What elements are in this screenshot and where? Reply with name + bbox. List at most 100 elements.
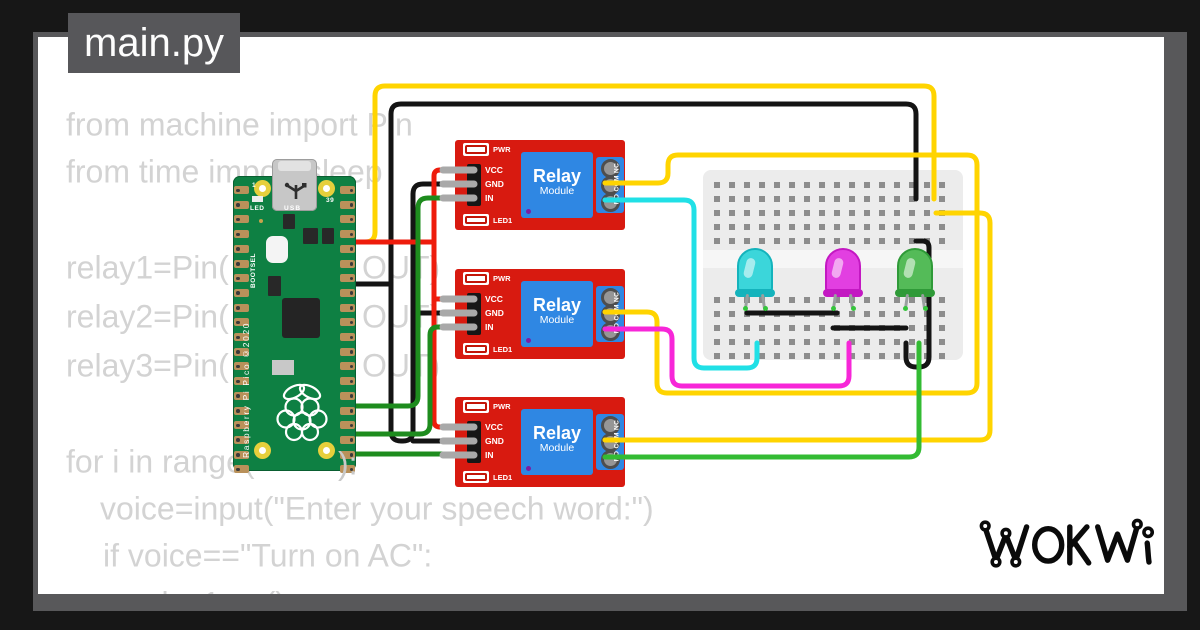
pico-pin xyxy=(234,377,249,386)
breadboard-hole xyxy=(774,325,780,331)
breadboard-hole xyxy=(804,297,810,303)
breadboard-hole xyxy=(819,353,825,359)
led-cyan xyxy=(735,246,775,311)
breadboard-hole xyxy=(759,325,765,331)
breadboard-hole xyxy=(759,238,765,244)
code-line: if voice=="Turn on AC": xyxy=(103,537,433,574)
breadboard-hole xyxy=(894,182,900,188)
gnd-label: GND xyxy=(485,179,504,189)
breadboard-hole xyxy=(924,196,930,202)
breadboard-hole xyxy=(864,311,870,317)
pico-pin xyxy=(340,259,355,268)
pico-pin xyxy=(340,230,355,239)
breadboard-hole xyxy=(744,224,750,230)
breadboard-hole xyxy=(849,224,855,230)
breadboard-hole xyxy=(849,339,855,345)
breadboard-hole xyxy=(789,339,795,345)
raspberry-pi-pico-board: 1 2 39 LED USB BOOTSEL Raspberry Pi Pico… xyxy=(233,159,356,474)
code-line: relay1.on() xyxy=(133,586,286,595)
breadboard-hole xyxy=(879,210,885,216)
breadboard-hole xyxy=(879,238,885,244)
breadboard-hole xyxy=(804,210,810,216)
breadboard-hole xyxy=(879,311,885,317)
pwr-component xyxy=(463,143,489,156)
pico-pin xyxy=(234,303,249,312)
breadboard-hole xyxy=(894,196,900,202)
breadboard-hole xyxy=(744,210,750,216)
pico-pin xyxy=(340,200,355,209)
smd-component xyxy=(268,276,281,296)
crystal-component xyxy=(272,360,294,375)
breadboard-hole xyxy=(729,210,735,216)
breadboard-hole xyxy=(774,297,780,303)
vcc-label: VCC xyxy=(485,165,503,175)
breadboard-hole xyxy=(879,196,885,202)
breadboard-hole xyxy=(714,238,720,244)
breadboard-hole xyxy=(789,353,795,359)
breadboard-hole xyxy=(804,353,810,359)
breadboard-hole xyxy=(744,196,750,202)
breadboard-hole xyxy=(729,325,735,331)
breadboard-hole xyxy=(834,353,840,359)
breadboard-hole xyxy=(849,182,855,188)
pico-pin xyxy=(340,274,355,283)
breadboard-hole xyxy=(714,196,720,202)
led-body xyxy=(825,248,861,294)
breadboard-hole xyxy=(819,311,825,317)
breadboard-hole xyxy=(939,353,945,359)
pico-pin xyxy=(234,347,249,356)
pico-pin xyxy=(234,274,249,283)
breadboard-hole xyxy=(714,311,720,317)
pico-pin xyxy=(234,186,249,194)
vcc-label: VCC xyxy=(485,422,503,432)
led1-label: LED1 xyxy=(493,216,513,225)
pico-pin xyxy=(234,421,249,430)
breadboard-hole xyxy=(924,182,930,188)
breadboard-hole xyxy=(879,182,885,188)
breadboard-hole xyxy=(789,311,795,317)
breadboard-hole xyxy=(729,238,735,244)
led1-component xyxy=(463,214,489,226)
breadboard-hole xyxy=(894,325,900,331)
breadboard-hole xyxy=(759,353,765,359)
terminal-labels: NO COM NC xyxy=(613,291,621,334)
breadboard-hole xyxy=(714,297,720,303)
bootsel-button xyxy=(266,236,288,263)
breadboard-hole xyxy=(789,224,795,230)
breadboard-hole xyxy=(819,210,825,216)
pwr-component xyxy=(463,400,489,413)
breadboard-hole xyxy=(924,238,930,244)
breadboard-hole xyxy=(774,238,780,244)
led-body xyxy=(737,248,773,294)
breadboard-hole xyxy=(819,196,825,202)
mount-hole xyxy=(318,442,335,459)
breadboard-hole xyxy=(804,196,810,202)
gnd-label: GND xyxy=(485,308,504,318)
led-flange xyxy=(735,289,775,297)
pwr-component xyxy=(463,272,489,285)
led-leg-tip xyxy=(743,306,748,311)
breadboard-hole xyxy=(804,311,810,317)
led1-label: LED1 xyxy=(493,473,513,482)
breadboard-hole xyxy=(789,210,795,216)
breadboard-hole xyxy=(729,196,735,202)
breadboard-hole xyxy=(744,238,750,244)
gnd-label: GND xyxy=(485,436,504,446)
pico-pin xyxy=(340,362,355,371)
pwr-label: PWR xyxy=(493,402,511,411)
code-line: relay3=Pin( xyxy=(66,347,229,384)
breadboard-hole xyxy=(759,210,765,216)
led-flange xyxy=(823,289,863,297)
led-green xyxy=(895,246,935,311)
relay-title: Relay xyxy=(532,423,582,443)
breadboard-hole xyxy=(714,325,720,331)
led-label: LED xyxy=(250,205,265,212)
breadboard-hole xyxy=(894,224,900,230)
terminal-labels: NO COM NC xyxy=(613,162,621,205)
breadboard-hole xyxy=(909,196,915,202)
breadboard-hole xyxy=(849,311,855,317)
